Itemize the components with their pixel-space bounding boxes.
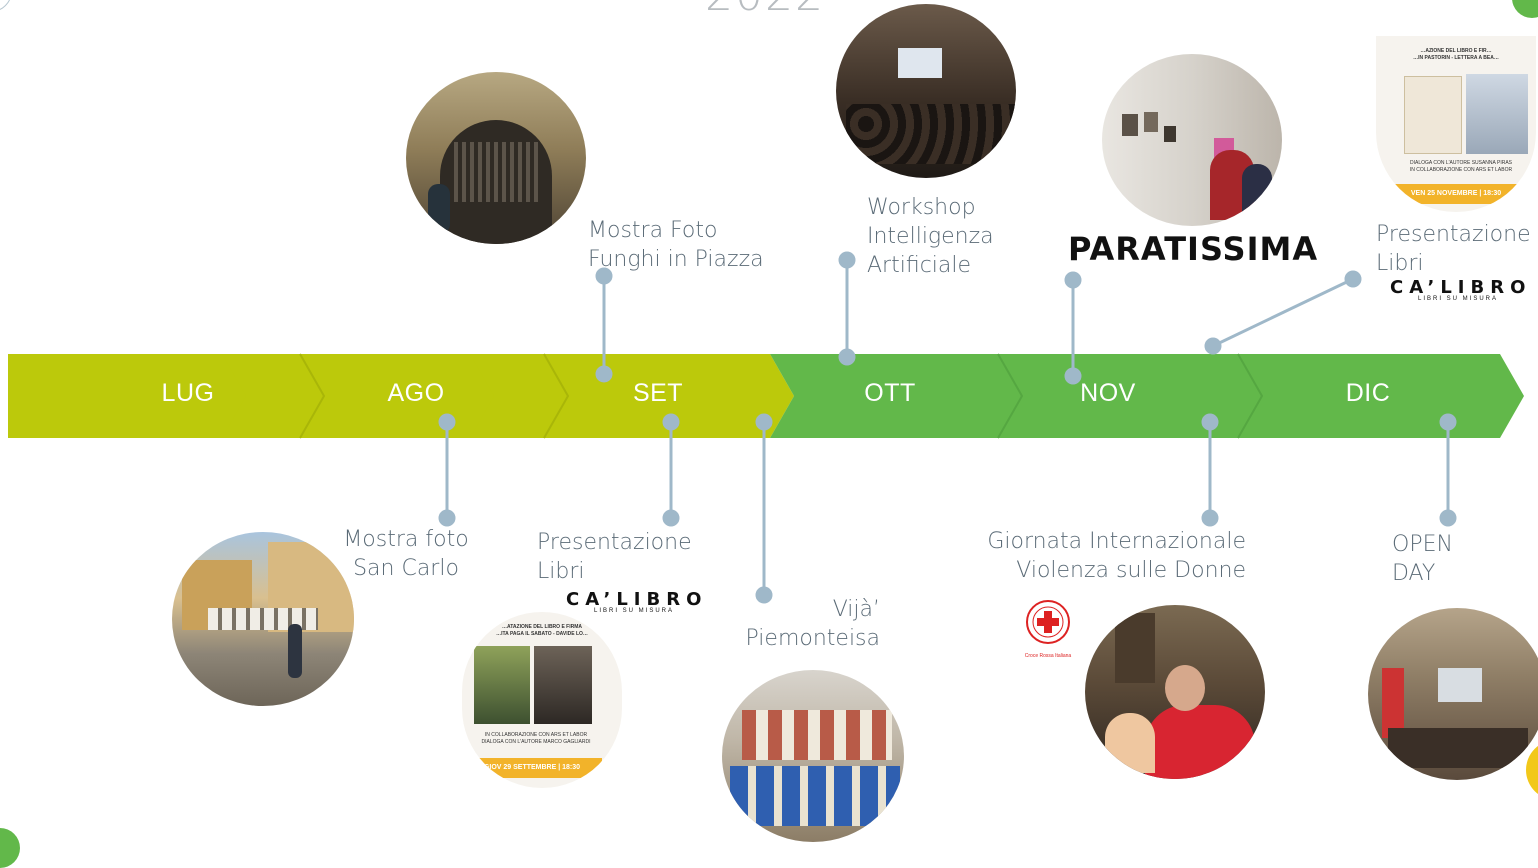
calibro-logo-set: CA’LIBRO LIBRI SU MISURA — [566, 589, 702, 614]
connectors — [438, 251, 1457, 604]
year-title: 2022 — [700, 0, 830, 21]
calibro-logo-subtext: LIBRI SU MISURA — [1417, 296, 1498, 302]
photo-vija-piemonteisa — [722, 670, 904, 842]
corner-decoration-top-right — [1512, 0, 1538, 18]
arrow-dic — [1190, 354, 1524, 438]
timeline-diagram — [8, 251, 1524, 604]
poster-set-footer: GIOV 29 SETTEMBRE | 18:30 — [462, 758, 602, 778]
month-ago: AGO — [387, 379, 445, 407]
arrow-ago — [222, 354, 568, 438]
poster-set-body: IN COLLABORAZIONE CON ARS ET LABOR DIALO… — [481, 732, 591, 745]
red-cross-icon — [1026, 600, 1070, 644]
photo-paratissima — [1102, 54, 1282, 226]
photo-giornata-violenza — [1085, 605, 1265, 779]
photo-workshop — [836, 4, 1016, 178]
poster-presentazione-nov: …AZIONE DEL LIBRO E FIR… …IN PASTORIN - … — [1376, 36, 1536, 212]
event-presentazione-set-label: Presentazione Libri — [537, 530, 692, 584]
event-giornata-label: Giornata Internazionale Violenza sulle D… — [987, 529, 1246, 583]
arrow-band — [8, 353, 1524, 439]
paratissima-logo: PARATISSIMA — [1068, 230, 1319, 268]
photo-open-day — [1368, 608, 1538, 780]
arrow-set — [470, 354, 794, 438]
poster-nov-header: …AZIONE DEL LIBRO E FIR… …IN PASTORIN - … — [1413, 48, 1499, 61]
poster-set-header: …ATAZIONE DEL LIBRO E FIRMA …ITA PAGA IL… — [496, 624, 588, 637]
poster-nov-footer: VEN 25 NOVEMBRE | 18:30 — [1376, 184, 1536, 204]
event-vija-label: Vijà’ Piemonteisa — [745, 597, 880, 651]
poster-presentazione-set: …ATAZIONE DEL LIBRO E FIRMA …ITA PAGA IL… — [462, 612, 622, 788]
event-workshop-label: Workshop Intelligenza Artificiale — [867, 195, 994, 278]
photo-mostra-funghi — [406, 72, 586, 244]
event-mostra-san-carlo-label: Mostra foto San Carlo — [343, 527, 469, 581]
photo-mostra-san-carlo — [172, 532, 354, 706]
croce-rossa-text: Croce Rossa Italiana — [1024, 653, 1072, 659]
month-lug: LUG — [161, 379, 215, 407]
event-presentazione-nov-label: Presentazione Libri — [1376, 222, 1531, 276]
month-dic: DIC — [1345, 379, 1391, 407]
event-mostra-funghi-label: Mostra Foto Funghi in Piazza — [588, 218, 764, 272]
month-set: SET — [632, 379, 684, 407]
croce-rossa-logo: Croce Rossa Italiana — [1016, 598, 1080, 659]
poster-nov-body: DIALOGA CON L'AUTORE SUSANNA PIRAS IN CO… — [1409, 160, 1513, 173]
calibro-logo-text: CA’LIBRO — [1390, 277, 1532, 298]
calibro-logo-nov: CA’LIBRO LIBRI SU MISURA — [1390, 277, 1526, 302]
month-nov: NOV — [1080, 379, 1136, 407]
month-ott: OTT — [864, 379, 916, 407]
event-open-day-label: OPEN DAY — [1392, 532, 1453, 586]
calibro-logo-subtext: LIBRI SU MISURA — [593, 608, 674, 614]
calibro-logo-text: CA’LIBRO — [566, 589, 708, 610]
arrow-nov — [938, 354, 1262, 438]
